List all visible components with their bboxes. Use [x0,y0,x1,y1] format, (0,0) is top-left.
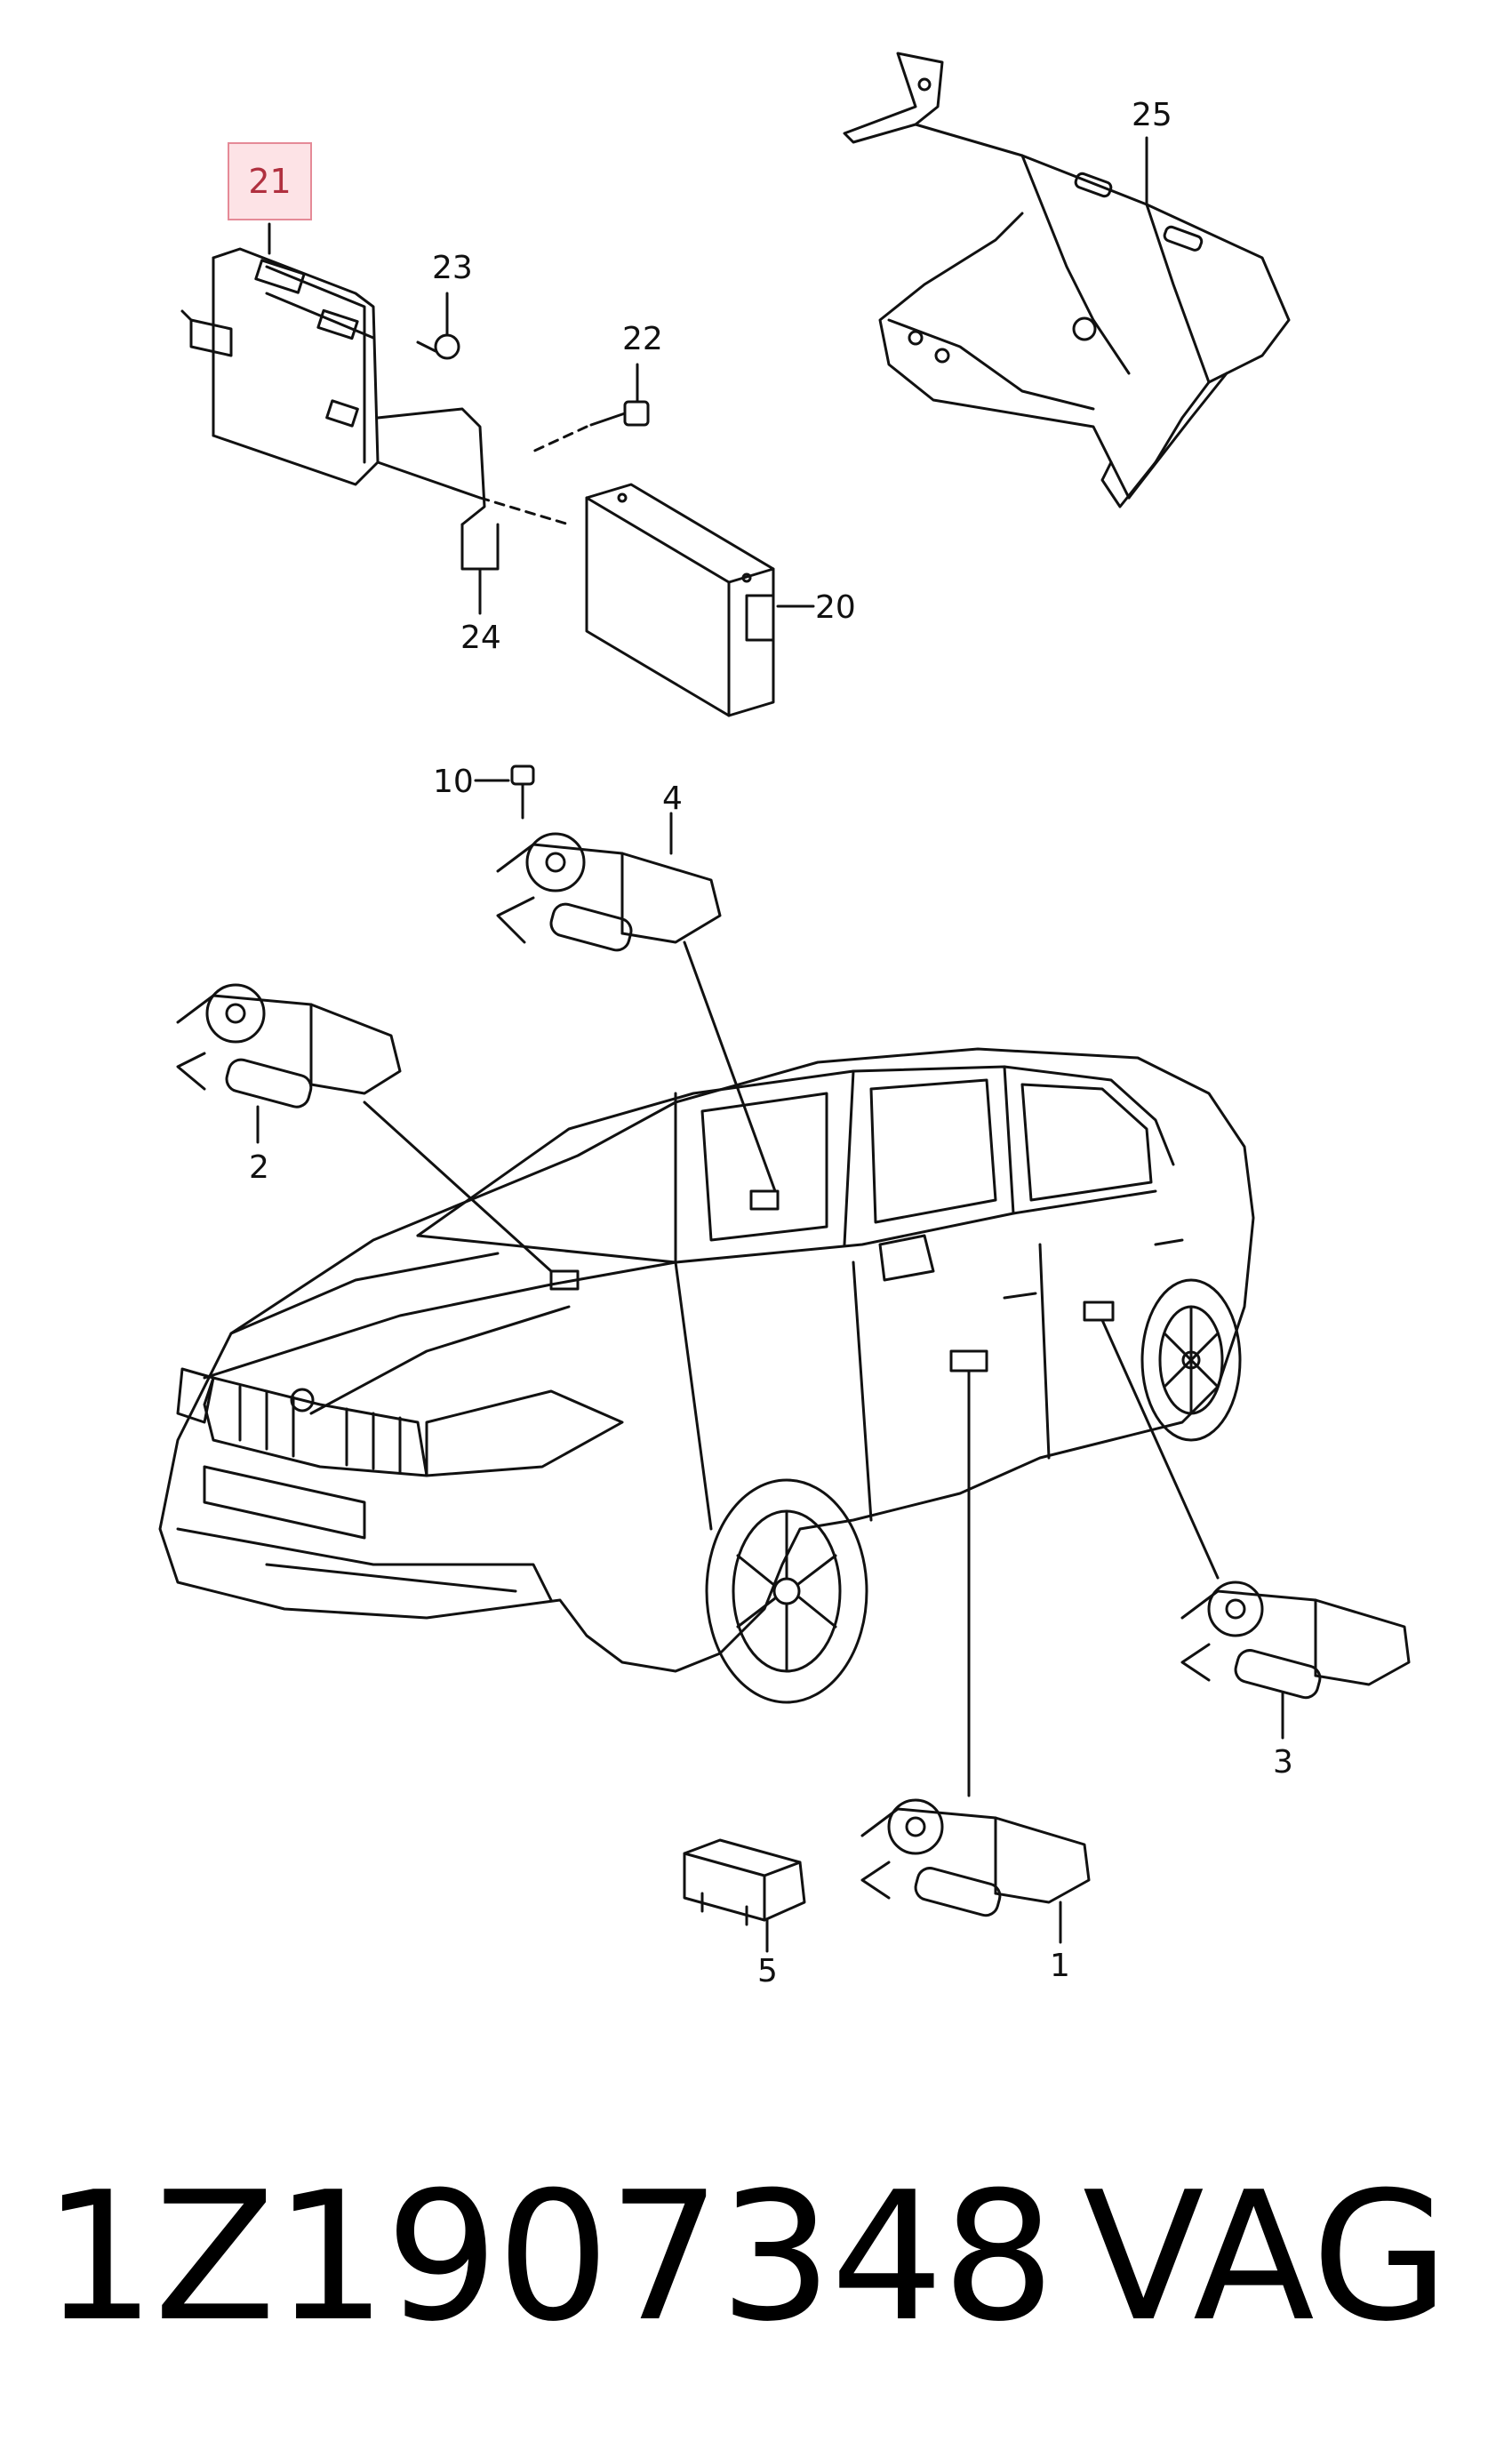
pointer-4 [683,940,777,1193]
footer: 1Z1907348 VAG [0,2169,1512,2391]
brand-label: VAG [1083,2154,1450,2361]
window-motor-part-1 [860,1798,1091,1917]
marker-4 [749,1189,780,1211]
dash-22 [527,425,588,455]
dash-20 [478,496,571,526]
callout-22[interactable]: 22 [622,321,663,357]
callout-3[interactable]: 3 [1273,1744,1293,1781]
pointer-3 [1100,1318,1220,1580]
callout-2[interactable]: 2 [249,1149,269,1186]
part-number: 1Z1907348 [43,2154,1055,2361]
car-illustration [158,1047,1255,1704]
marker-3 [1083,1301,1115,1322]
control-unit-housing-21 [180,247,500,571]
callout-1[interactable]: 1 [1050,1948,1070,1984]
callout-4[interactable]: 4 [662,780,683,817]
screw-part-22 [589,400,650,427]
callout-25[interactable]: 25 [1132,97,1172,133]
callout-5[interactable]: 5 [757,1953,778,1989]
window-motor-part-4 [496,832,722,952]
callout-24[interactable]: 24 [460,620,501,656]
control-unit-part-5 [683,1838,806,1926]
callout-10[interactable]: 10 [433,764,474,800]
callout-21-highlight[interactable]: 21 [228,142,312,220]
callout-23[interactable]: 23 [432,250,473,286]
screw-part-10 [510,764,535,820]
pointer-2 [363,1100,553,1273]
window-motor-part-3 [1180,1581,1411,1700]
parts-diagram [158,52,1411,1953]
screw-part-23 [416,333,460,360]
control-module-part-20 [585,483,775,717]
bracket-part-25 [843,52,1291,508]
window-motor-part-2 [176,983,402,1108]
marker-1 [949,1349,988,1373]
callout-20[interactable]: 20 [815,589,856,626]
